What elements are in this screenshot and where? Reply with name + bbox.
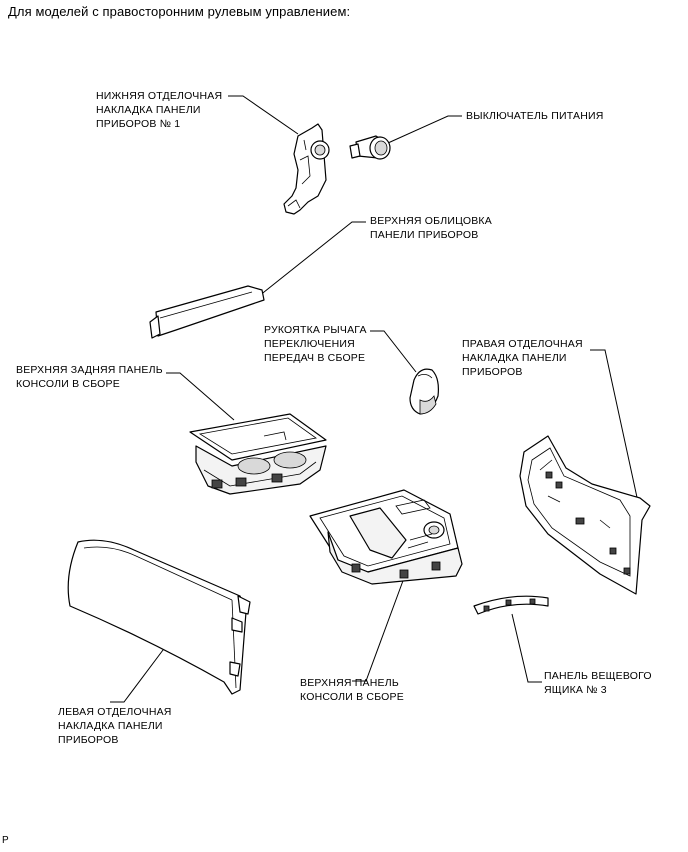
label-box-panel: ПАНЕЛЬ ВЕЩЕВОГО ЯЩИКА № 3 xyxy=(544,670,652,696)
leader-upper-panel-cover xyxy=(253,221,366,301)
label-power-switch: ВЫКЛЮЧАТЕЛЬ ПИТАНИЯ xyxy=(466,110,604,122)
lower-finish-panel-part xyxy=(283,123,330,215)
label-lower-finish-panel: НИЖНЯЯ ОТДЕЛОЧНАЯ НАКЛАДКА ПАНЕЛИ ПРИБОР… xyxy=(96,90,223,130)
label-shift-knob: РУКОЯТКА РЫЧАГА ПЕРЕКЛЮЧЕНИЯ ПЕРЕДАЧ В С… xyxy=(264,324,367,364)
leader-box-panel xyxy=(511,613,542,683)
leader-lines xyxy=(110,95,639,703)
diagram-header: Для моделей с правосторонним рулевым упр… xyxy=(8,4,351,19)
right-finish-panel-part xyxy=(519,435,651,595)
rear-console-panel-part xyxy=(189,413,327,495)
left-finish-panel-part xyxy=(67,539,251,695)
leader-shift-knob xyxy=(370,330,417,373)
leader-upper-console-panel xyxy=(352,577,405,682)
upper-console-panel-part xyxy=(309,489,463,585)
leader-power-switch xyxy=(387,115,462,144)
label-left-finish-panel: ЛЕВАЯ ОТДЕЛОЧНАЯ НАКЛАДКА ПАНЕЛИ ПРИБОРО… xyxy=(58,706,172,746)
upper-panel-cover-part xyxy=(149,285,265,339)
box-panel-part xyxy=(473,595,549,615)
label-rear-console-panel: ВЕРХНЯЯ ЗАДНЯЯ ПАНЕЛЬ КОНСОЛИ В СБОРЕ xyxy=(16,364,163,390)
shift-knob-part xyxy=(409,368,439,415)
footer-mark: P xyxy=(2,835,9,846)
leader-lower-finish-panel xyxy=(228,95,299,135)
leader-left-finish-panel xyxy=(110,645,167,703)
label-right-finish-panel: ПРАВАЯ ОТДЕЛОЧНАЯ НАКЛАДКА ПАНЕЛИ ПРИБОР… xyxy=(462,338,583,378)
label-upper-panel-cover: ВЕРХНЯЯ ОБЛИЦОВКА ПАНЕЛИ ПРИБОРОВ xyxy=(370,215,492,241)
leader-rear-console-panel xyxy=(166,372,235,421)
label-upper-console-panel: ВЕРХНЯЯ ПАНЕЛЬ КОНСОЛИ В СБОРЕ xyxy=(300,677,404,703)
power-switch-part xyxy=(349,135,391,160)
leader-right-finish-panel xyxy=(590,349,639,503)
